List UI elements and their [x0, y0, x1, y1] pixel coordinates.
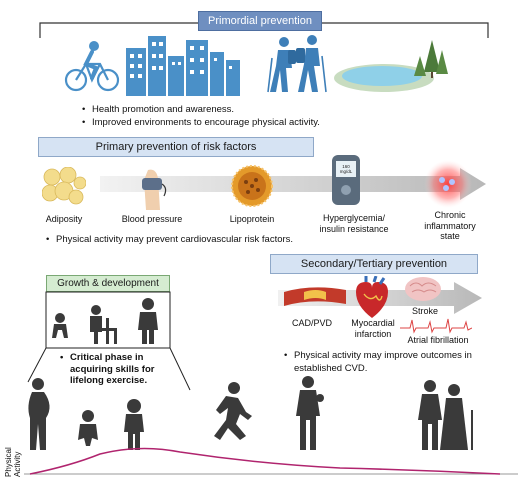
stage-label-hyperglycemia: Hyperglycemia/ insulin resistance — [319, 213, 389, 234]
primary-banner: Primary prevention of risk factors — [38, 137, 314, 157]
lipoprotein-icon — [231, 165, 273, 207]
secondary-bullet-list: Physical activity may improve outcomes i… — [284, 350, 474, 375]
pregnant-woman-icon — [28, 378, 50, 450]
running-child-icon — [214, 382, 252, 440]
primordial-title: Primordial prevention — [208, 15, 312, 27]
primordial-bullet: Health promotion and awareness. — [82, 104, 382, 117]
inflammation-icon — [424, 160, 472, 208]
toddler-icon — [124, 399, 144, 450]
elderly-couple-icon — [418, 380, 473, 450]
glucometer-icon: 160 mg/dL — [332, 155, 360, 205]
infant-icon — [78, 410, 98, 446]
primary-bullet-list: Physical activity may prevent cardiovasc… — [46, 234, 346, 247]
primordial-banner: Primordial prevention — [198, 11, 322, 31]
label-af: Atrial fibrillation — [407, 335, 469, 345]
adult-with-baby-icon — [296, 376, 324, 450]
secondary-bullet: Physical activity may improve outcomes i… — [284, 350, 474, 375]
primary-bullet: Physical activity may prevent cardiovasc… — [46, 234, 346, 247]
lake-trees-icon — [334, 40, 448, 92]
cyclist-icon — [64, 41, 120, 92]
stage-label-adiposity: Adiposity — [45, 214, 83, 224]
hikers-icon — [267, 35, 327, 93]
primordial-bullets: Health promotion and awareness. Improved… — [82, 104, 382, 129]
stage-label-lipoprotein: Lipoprotein — [229, 214, 275, 224]
silhouette-group — [28, 376, 473, 450]
stage-label-inflammation: Chronic inflammatory state — [424, 210, 476, 241]
ecg-icon — [400, 318, 472, 334]
secondary-banner: Secondary/Tertiary prevention — [270, 254, 478, 274]
secondary-title: Secondary/Tertiary prevention — [300, 258, 448, 270]
primary-title: Primary prevention of risk factors — [95, 141, 257, 153]
label-cad: CAD/PVD — [291, 318, 332, 328]
child-silhouettes-icon — [52, 298, 158, 344]
blood-pressure-icon — [142, 169, 167, 210]
label-stroke: Stroke — [411, 306, 438, 316]
glucometer-button — [341, 185, 351, 195]
glucometer-screen: 160 mg/dL — [336, 161, 356, 177]
growth-bullet-list: Critical phase in acquiring skills for l… — [60, 352, 160, 387]
growth-bullet: Critical phase in acquiring skills for l… — [60, 352, 160, 387]
growth-title: Growth & development — [57, 278, 159, 289]
risk-factor-arrow — [100, 168, 486, 200]
stage-label-blood-pressure: Blood pressure — [121, 214, 183, 224]
physical-activity-curve — [24, 447, 518, 475]
label-mi: Myocardial infarction — [351, 318, 395, 339]
city-skyline-icon — [126, 36, 240, 96]
life-course-figures — [28, 376, 473, 450]
primordial-bullet: Improved environments to encourage physi… — [82, 117, 382, 130]
brain-icon — [405, 277, 441, 301]
artery-icon — [284, 287, 346, 306]
adiposity-icon — [42, 167, 86, 205]
heart-icon — [356, 276, 388, 318]
growth-box-frame — [27, 291, 191, 391]
